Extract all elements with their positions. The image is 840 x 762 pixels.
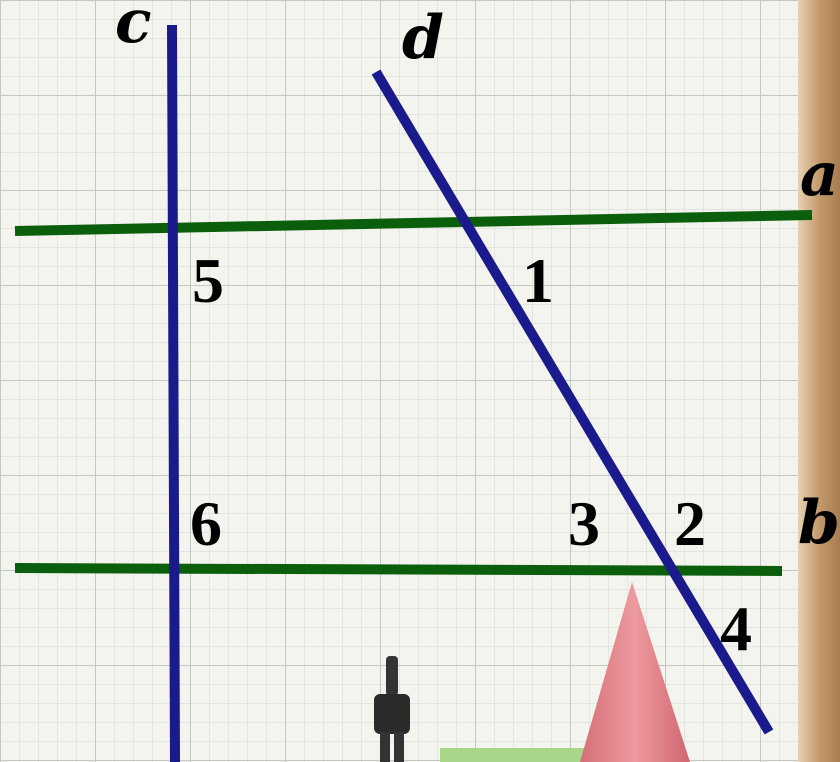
angle-label-5: 5	[192, 245, 224, 316]
cone-shape	[580, 582, 690, 762]
angle-label-4: 4	[720, 593, 752, 664]
line-c	[167, 24, 180, 762]
angle-label-1: 1	[522, 245, 554, 316]
label-line-b: b	[798, 488, 840, 558]
grid-pattern	[0, 0, 800, 762]
compass-icon	[374, 656, 410, 762]
line-d	[371, 69, 774, 735]
line-a	[14, 210, 813, 236]
angle-label-6: 6	[190, 488, 222, 559]
label-line-c: c	[115, 0, 152, 57]
angle-label-3: 3	[568, 488, 600, 559]
line-b	[14, 563, 783, 576]
label-line-d: d	[402, 3, 444, 73]
label-line-a: a	[800, 140, 839, 210]
angle-label-2: 2	[674, 488, 706, 559]
green-object	[440, 748, 600, 762]
wood-frame	[798, 0, 840, 762]
